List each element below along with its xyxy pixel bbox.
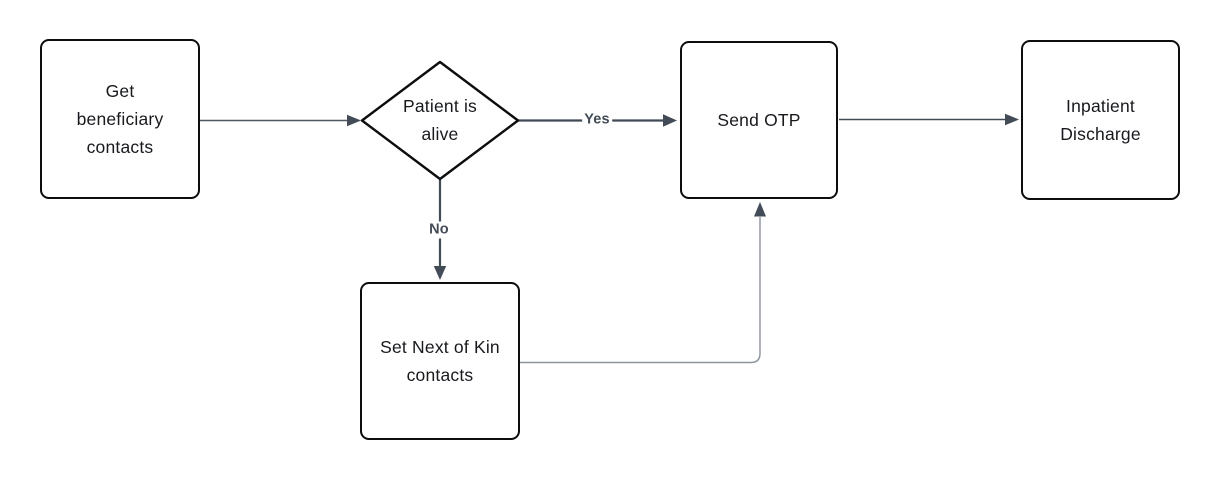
node-patient-is-alive: Patient is alive <box>382 92 498 148</box>
edge-next-of-kin-to-send-otp <box>520 202 766 364</box>
node-inpatient-discharge: Inpatient Discharge <box>1021 40 1180 200</box>
node-send-otp: Send OTP <box>680 41 838 199</box>
edge-get-contacts-to-decision <box>200 114 361 127</box>
decision-diamond-shape <box>360 60 520 181</box>
node-get-beneficiary-contacts: Get beneficiary contacts <box>40 39 200 199</box>
edge-label-no: No <box>427 221 451 239</box>
edge-label-yes: Yes <box>582 111 612 129</box>
arrowhead-down-icon <box>433 266 447 280</box>
arrowhead-right-icon <box>347 114 361 127</box>
node-label: Patient is alive <box>403 96 477 144</box>
node-set-next-of-kin-contacts: Set Next of Kin contacts <box>360 282 520 440</box>
arrowhead-up-icon <box>754 202 766 217</box>
node-label: Send OTP <box>717 110 801 130</box>
node-label: Get beneficiary contacts <box>76 81 164 157</box>
arrowhead-right-icon <box>663 114 677 127</box>
edge-send-otp-to-inpatient-discharge <box>839 113 1019 126</box>
node-label: Set Next of Kin contacts <box>380 337 500 385</box>
node-label: Inpatient Discharge <box>1060 96 1141 144</box>
arrowhead-right-icon <box>1005 113 1019 126</box>
